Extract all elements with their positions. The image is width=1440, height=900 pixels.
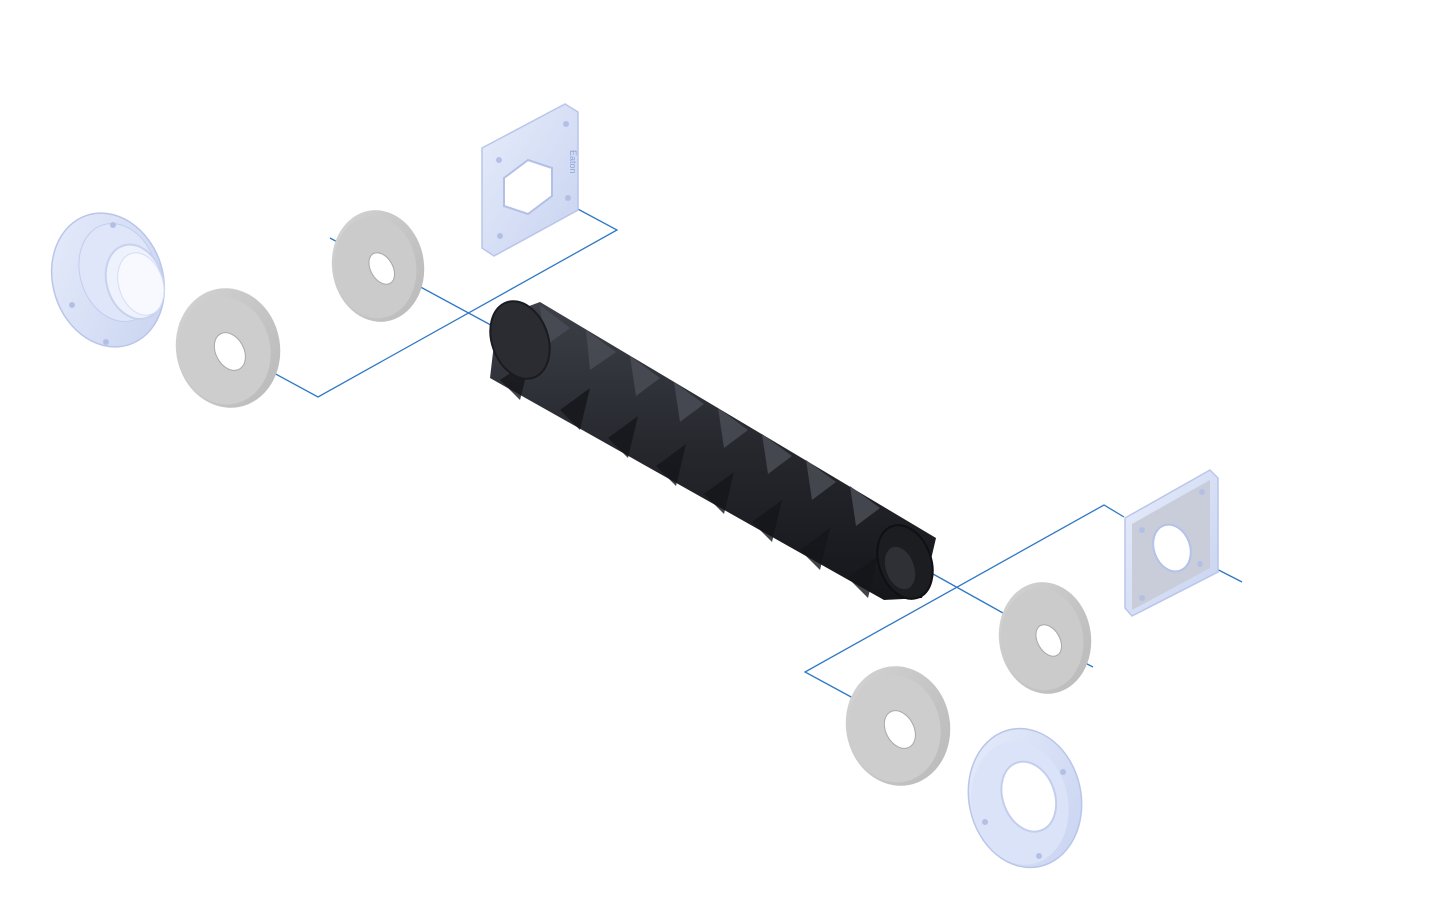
left-outer-ring (175, 288, 281, 408)
right-round-flange (967, 727, 1083, 869)
bellows-left-end (489, 300, 551, 380)
right-square-flange (1124, 469, 1219, 617)
bellows (489, 300, 936, 600)
left-inner-ring (331, 210, 425, 322)
right-outer-ring (845, 666, 951, 786)
leader-line-right-bracket (803, 504, 1125, 699)
left-round-flange (50, 212, 166, 348)
bellows-shadows (500, 360, 878, 598)
right-inner-ring (998, 582, 1092, 694)
left-square-flange: Eaton (481, 103, 579, 257)
flange-brand-label: Eaton (568, 150, 578, 174)
